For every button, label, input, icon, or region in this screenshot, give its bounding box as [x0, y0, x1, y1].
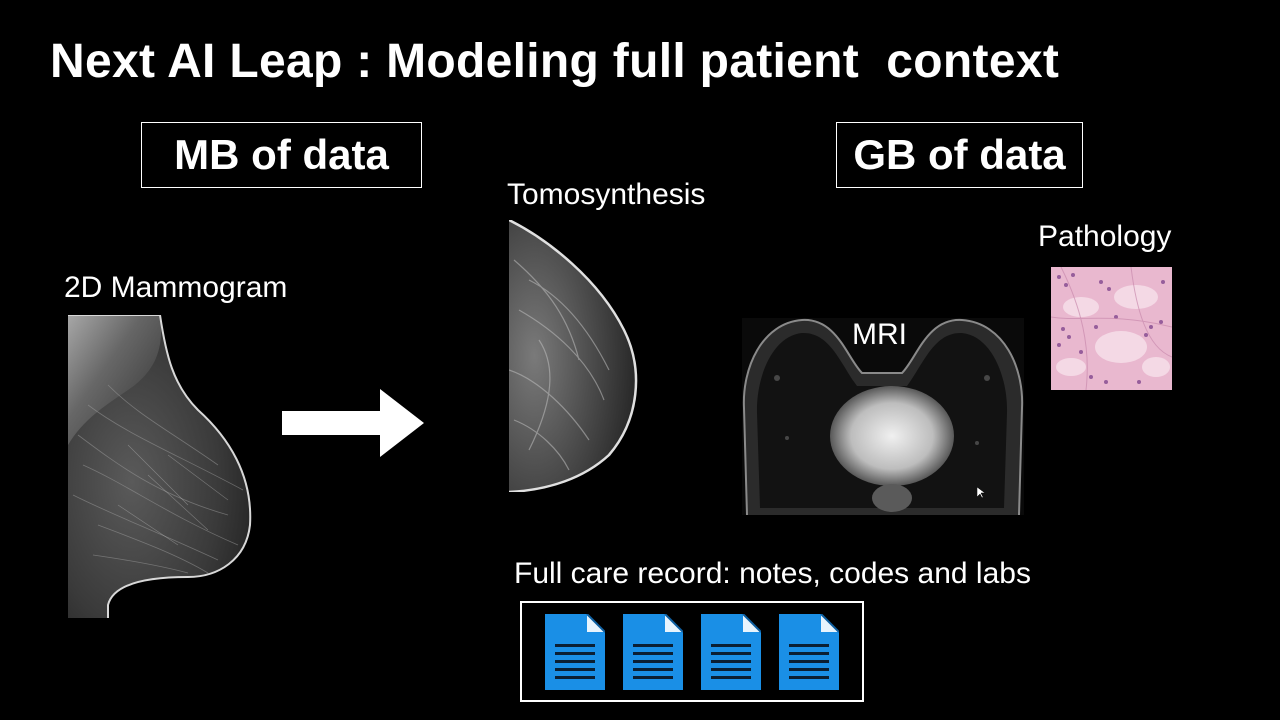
care-record-label: Full care record: notes, codes and labs: [514, 557, 1031, 590]
mb-of-data-label: MB of data: [141, 122, 422, 188]
mammogram-image: [68, 315, 258, 618]
document-icon: [701, 613, 761, 690]
cursor-icon: [977, 487, 985, 499]
mammogram-label: 2D Mammogram: [64, 271, 288, 304]
right-arrow-icon: [282, 389, 424, 457]
tomosynthesis-label: Tomosynthesis: [507, 178, 706, 211]
document-icon: [779, 613, 839, 690]
mri-label: MRI: [852, 318, 907, 351]
gb-of-data-label: GB of data: [836, 122, 1083, 188]
document-icon: [623, 613, 683, 690]
pathology-label: Pathology: [1038, 220, 1172, 253]
pathology-image: [1051, 267, 1172, 390]
slide-title: Next AI Leap : Modeling full patient con…: [50, 35, 1060, 88]
care-record-documents: [520, 601, 864, 702]
mri-image: [742, 318, 1024, 515]
tomosynthesis-image: [509, 220, 641, 492]
document-icon: [545, 613, 605, 690]
